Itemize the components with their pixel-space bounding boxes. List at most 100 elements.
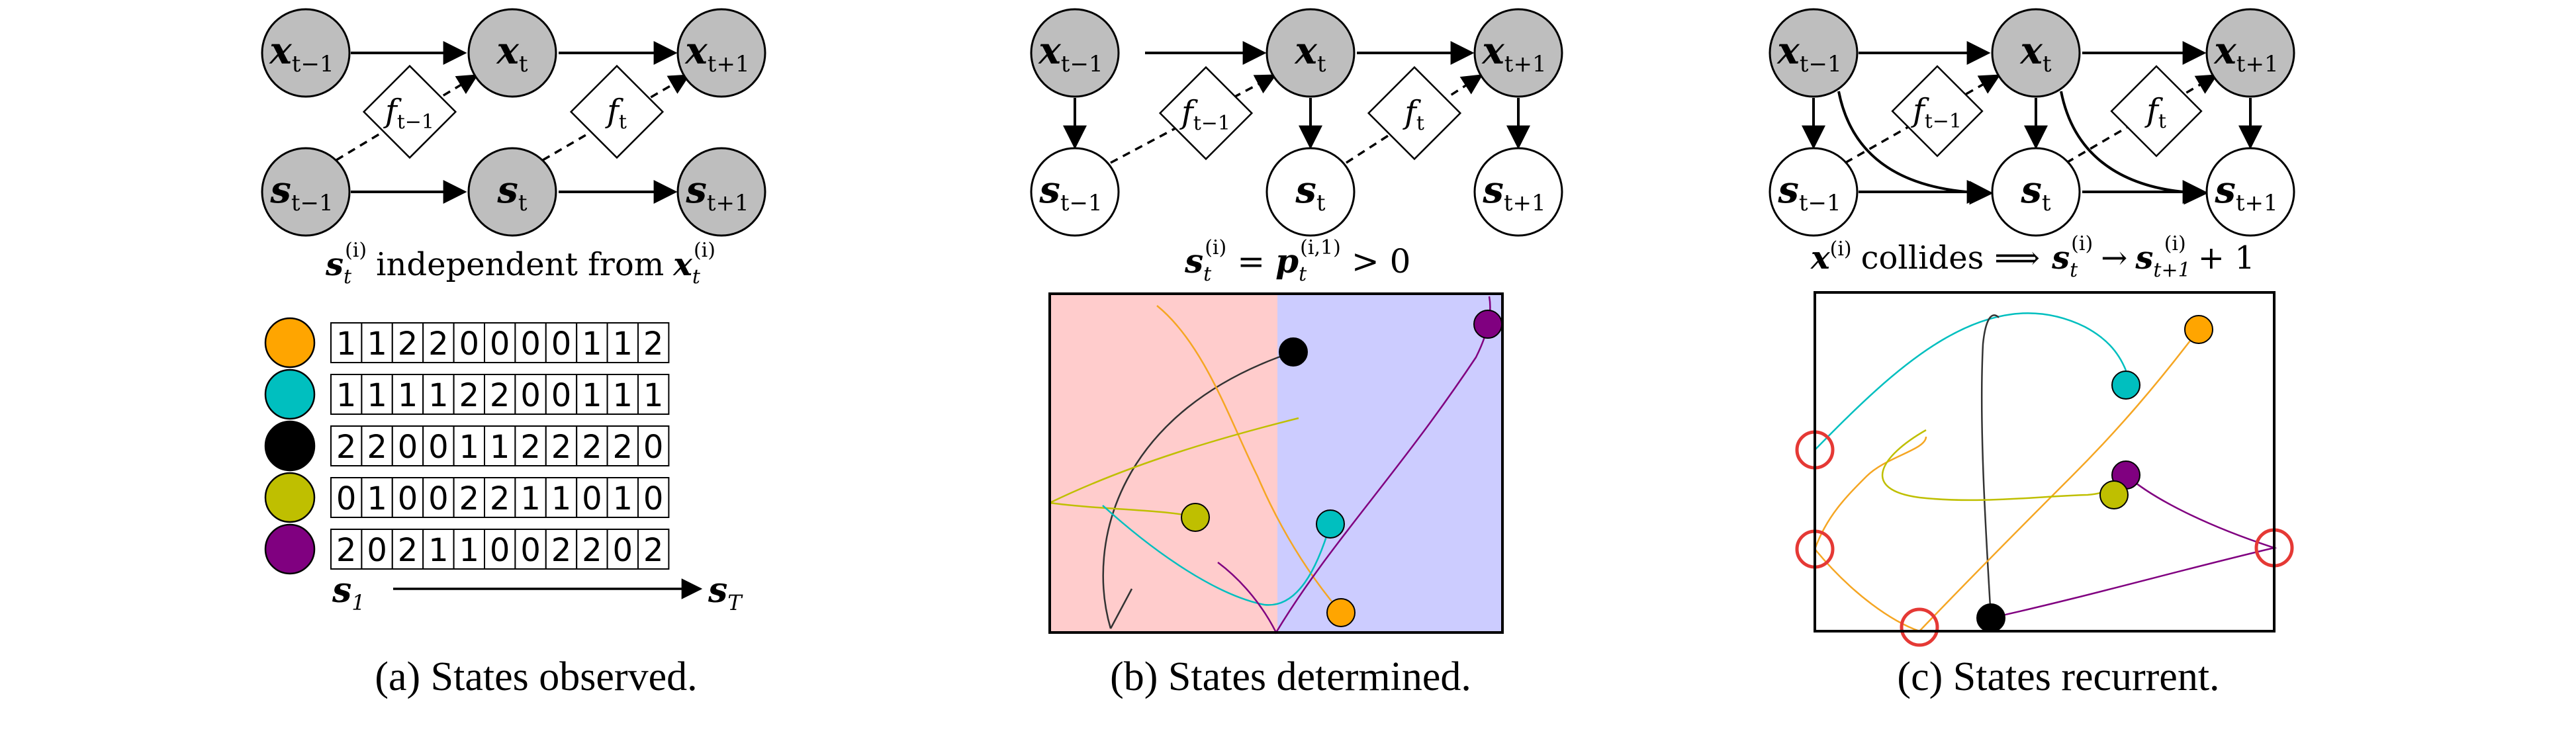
state-cell-box [514, 477, 547, 518]
state-cell-box [330, 322, 363, 363]
state-cell-value: 0 [520, 377, 541, 414]
node-x-curr: xt [467, 8, 557, 98]
state-cell-value: 2 [336, 429, 357, 466]
state-cell-value: 1 [367, 480, 387, 517]
state-cell-value: 1 [520, 480, 541, 517]
state-cell-value: 2 [582, 429, 602, 466]
node-x-next: xt+1 [2205, 8, 2295, 98]
state-cell-box [330, 425, 363, 466]
trajectory-black-tail [1109, 588, 1133, 629]
state-cell-box [391, 374, 424, 415]
region-right [1277, 294, 1502, 632]
state-cell-value: 2 [490, 480, 510, 517]
state-cell-box [514, 374, 547, 415]
trajectory-black [1980, 314, 2000, 619]
state-cell-value: 1 [336, 377, 357, 414]
svg-text:st−1: st−1 [1777, 168, 1841, 216]
state-cell-value: 0 [490, 532, 510, 569]
agent-color-dot [264, 369, 316, 420]
state-cell-box [391, 425, 424, 466]
factor-f-curr [569, 64, 665, 159]
svg-text:st: st [2020, 168, 2051, 216]
factor-f-prev [362, 64, 457, 159]
svg-text:st: st [496, 168, 528, 216]
agent-black [1976, 603, 2005, 632]
factor-f-curr [2110, 65, 2203, 157]
state-cell-box [637, 477, 670, 518]
node-s-next: st+1 [1473, 147, 1563, 237]
agent-olive [1181, 503, 1210, 532]
node-x-next: xt+1 [1473, 8, 1563, 98]
svg-text:st−1: st−1 [1038, 168, 1102, 216]
region-left [1050, 294, 1277, 632]
node-x-next: xt+1 [676, 8, 766, 98]
state-cell-value: 0 [459, 326, 480, 363]
panel-states-observed: ft−1 ft xt−1 xt xt+1 st−1 st st+1 st(i)i… [252, 0, 821, 741]
state-cell-value: 1 [398, 377, 418, 414]
graph-a: ft−1 ft xt−1 xt xt+1 st−1 st st+1 st(i)i… [261, 8, 766, 615]
graph-c: ft−1 ft xt−1 xt xt+1 st−1 st st+1 x(i)co… [1769, 8, 2295, 647]
state-cell-value: 2 [643, 326, 664, 363]
state-cell-box [361, 529, 393, 570]
state-cell-value: 2 [367, 429, 387, 466]
svg-text:xt+1: xt+1 [1481, 29, 1546, 77]
state-cell-value: 0 [336, 480, 357, 517]
state-cell-value: 0 [551, 326, 572, 363]
state-cell-box [606, 529, 639, 570]
svg-text:xt+1: xt+1 [2213, 29, 2278, 77]
state-cell-value: 2 [490, 377, 510, 414]
state-cell-box [330, 477, 363, 518]
panel-states-recurrent: ft−1 ft xt−1 xt xt+1 st−1 st st+1 x(i)co… [1761, 0, 2356, 741]
state-cell-value: 1 [613, 377, 633, 414]
state-cell-box [422, 374, 455, 415]
agent-orange [1326, 598, 1356, 627]
caption-b: (b) States determined. [1110, 654, 1471, 699]
state-cell-box [361, 322, 393, 363]
node-x-curr: xt [1991, 8, 2081, 98]
state-cell-value: 2 [582, 532, 602, 569]
svg-text:xt−1: xt−1 [1776, 29, 1841, 77]
simulation-box-b [1048, 292, 1504, 634]
svg-text:xt−1: xt−1 [1038, 29, 1103, 77]
state-cell-value: 1 [428, 377, 449, 414]
svg-text:xt: xt [2019, 29, 2051, 77]
svg-text:st+1: st+1 [1482, 168, 1545, 216]
node-s-curr: st [1991, 147, 2081, 237]
trajectory-purple [1217, 296, 1491, 634]
state-cell-box [545, 322, 578, 363]
node-s-curr: st [1265, 147, 1356, 237]
svg-text:st+1: st+1 [685, 168, 749, 216]
state-cell-value: 2 [459, 480, 480, 517]
state-cell-box [514, 425, 547, 466]
svg-text:st−1: st−1 [269, 168, 333, 216]
state-cell-box [606, 425, 639, 466]
state-cell-box [453, 374, 486, 415]
state-cell-box [391, 529, 424, 570]
state-cell-box [453, 322, 486, 363]
agent-orange [2184, 315, 2213, 344]
node-s-curr: st [467, 147, 557, 237]
label-f-prev: ft−1 [1179, 94, 1230, 135]
node-s-prev: st−1 [1030, 147, 1120, 237]
node-x-prev: xt−1 [261, 8, 351, 98]
factor-f-curr [1367, 65, 1462, 161]
state-cell-value: 0 [613, 532, 633, 569]
state-cell-value: 1 [367, 326, 387, 363]
state-cell-box [576, 425, 608, 466]
agent-cyan [2111, 370, 2140, 400]
caption-a: (a) States observed. [375, 654, 698, 699]
state-cell-value: 1 [490, 429, 510, 466]
state-cell-box [576, 374, 608, 415]
state-cell-box [361, 425, 393, 466]
state-cell-value: 1 [336, 326, 357, 363]
svg-text:st: st [1295, 168, 1326, 216]
svg-text:xt: xt [496, 29, 528, 77]
state-cell-box [637, 529, 670, 570]
state-cell-value: 0 [398, 480, 418, 517]
axis-start-label: s1 [332, 570, 365, 615]
state-cell-value: 2 [613, 429, 633, 466]
node-s-prev: st−1 [1769, 147, 1859, 237]
